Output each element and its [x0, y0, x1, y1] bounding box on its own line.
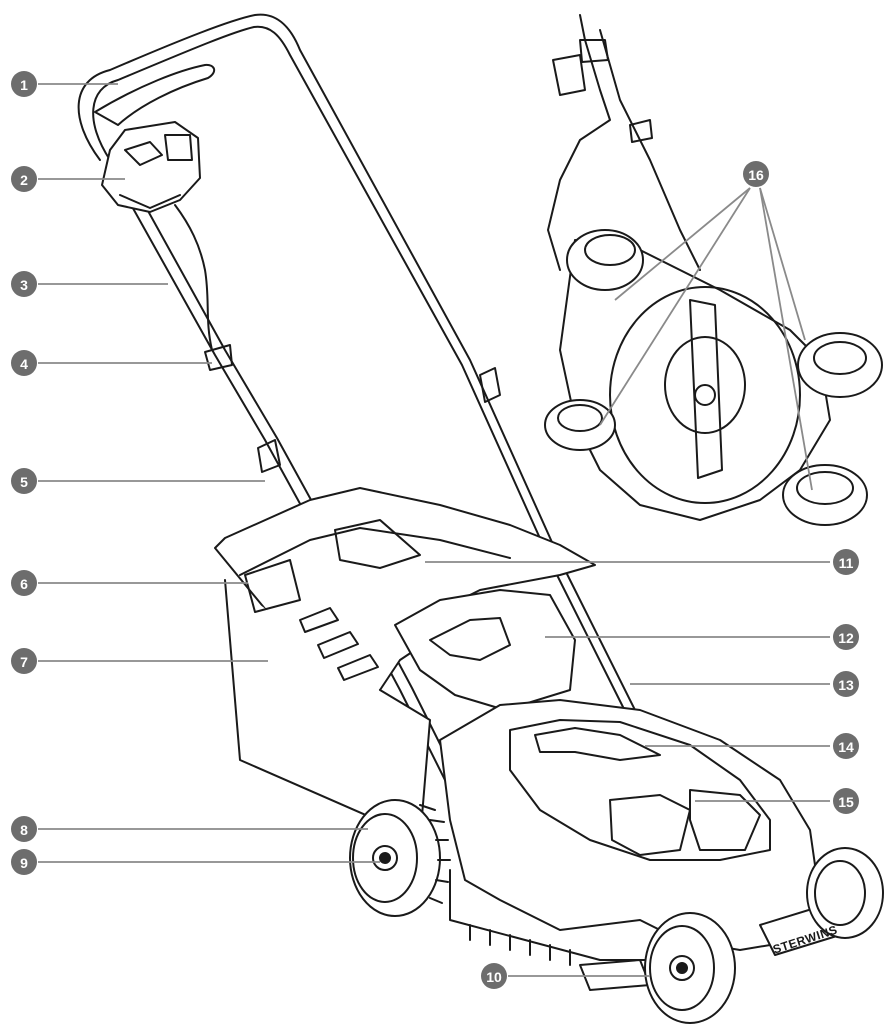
number-badges: 1 2 3 4 5 6 7 8: [11, 71, 859, 989]
badge-12-label: 12: [838, 630, 854, 646]
badge-10: 10: [481, 963, 507, 989]
badge-14: 14: [833, 733, 859, 759]
badge-12: 12: [833, 624, 859, 650]
badge-7-label: 7: [20, 654, 28, 670]
inset-handle-right: [599, 29, 701, 271]
rear-wheel-hub: [372, 845, 398, 871]
grass-box-slot: [299, 607, 339, 633]
inset-blade-housing: [609, 286, 801, 504]
badge-6-label: 6: [20, 576, 28, 592]
grass-box-window: [334, 519, 421, 569]
inset-wheel-bottom-right: [782, 464, 868, 526]
badge-2-label: 2: [20, 172, 28, 188]
leader-line-16c: [759, 187, 813, 491]
badge-9: 9: [11, 849, 37, 875]
rear-wheel: [349, 799, 451, 917]
handle-left-tube-inner: [131, 181, 483, 829]
badge-16-label: 16: [748, 167, 764, 183]
inset-mower: [544, 14, 883, 526]
badge-4: 4: [11, 350, 37, 376]
carry-handle: [534, 727, 661, 761]
inset-handle: [547, 14, 611, 271]
motor-cover-vent: [609, 794, 691, 856]
main-mower: [77, 13, 884, 1024]
badge-13: 13: [833, 671, 859, 697]
badge-15: 15: [833, 788, 859, 814]
deck-rib: [469, 924, 571, 966]
inset-switch-box: [552, 54, 586, 96]
cable-clip: [204, 344, 233, 371]
badge-1: 1: [11, 71, 37, 97]
front-right-wheel: [806, 847, 884, 939]
grass-box-lid: [394, 589, 576, 711]
badge-11-label: 11: [839, 555, 854, 571]
badge-5: 5: [11, 468, 37, 494]
badge-5-label: 5: [20, 474, 28, 490]
power-cable: [174, 204, 213, 351]
leader-lines: [38, 83, 830, 977]
badge-11: 11: [833, 549, 859, 575]
leader-line-16d: [759, 187, 806, 341]
badge-3-label: 3: [20, 277, 28, 293]
handle-frame: [77, 13, 661, 761]
front-wheel-hub: [669, 955, 695, 981]
badge-13-label: 13: [838, 677, 854, 693]
badge-14-label: 14: [838, 739, 854, 755]
inset-wheel-top-right: [797, 332, 883, 398]
handle-frame-inner: [92, 25, 651, 763]
handle-knob: [257, 439, 281, 473]
leader-line-16a: [599, 187, 751, 426]
grass-box: [214, 487, 596, 841]
badge-15-label: 15: [838, 794, 854, 810]
leader-line-16b: [614, 187, 751, 301]
badge-1-label: 1: [20, 77, 28, 93]
badge-7: 7: [11, 648, 37, 674]
inset-wheel-top-left: [566, 229, 644, 291]
front-left-wheel: [644, 912, 736, 1024]
badge-16: 16: [743, 161, 769, 187]
badge-2: 2: [11, 166, 37, 192]
badge-8-label: 8: [20, 822, 28, 838]
grass-box-slot: [337, 654, 379, 681]
wheel-tread: [419, 804, 451, 904]
badge-9-label: 9: [20, 855, 28, 871]
grass-box-label: [244, 559, 301, 613]
height-adjuster: [579, 959, 651, 991]
motor-cover-vent: [689, 789, 761, 851]
inset-wheel-bottom-left: [544, 399, 616, 451]
handle-top-bar: [94, 63, 216, 126]
badge-3: 3: [11, 271, 37, 297]
badge-4-label: 4: [20, 356, 28, 372]
inset-blade: [689, 299, 723, 479]
badge-10-label: 10: [486, 969, 502, 985]
switch-box: [101, 121, 201, 213]
right-handle-knob: [479, 367, 501, 403]
badge-8: 8: [11, 816, 37, 842]
badge-6: 6: [11, 570, 37, 596]
grass-box-slot: [317, 631, 359, 659]
